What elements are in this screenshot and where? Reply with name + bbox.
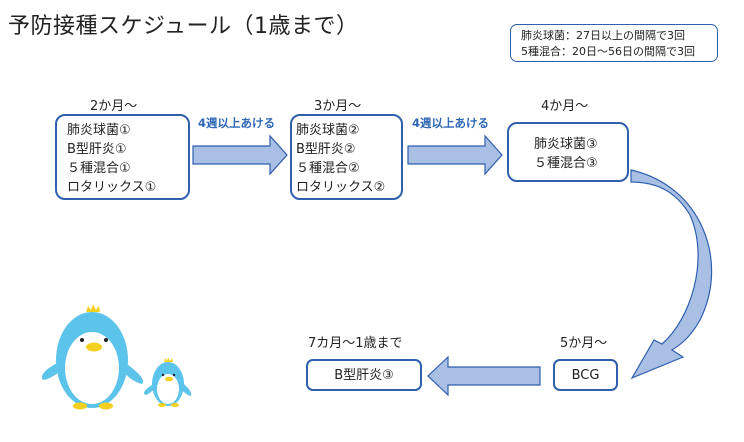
stage-4-box: BCG [553, 359, 618, 391]
vaccine-item: BCG [571, 368, 600, 383]
arrow-right-2 [407, 134, 503, 176]
penguin-large-icon [41, 304, 144, 410]
vaccine-item: 肺炎球菌③ [534, 137, 598, 152]
penguin-illustration [41, 304, 192, 410]
arrow-left [427, 355, 541, 397]
vaccine-item: ５種混合② [296, 161, 360, 176]
interval-note: 肺炎球菌：27日以上の間隔で3回 5種混合：20日〜56日の間隔で3回 [510, 24, 718, 62]
stage-3-box: 肺炎球菌③ ５種混合③ [507, 122, 629, 182]
stage-5-box: B型肝炎③ [306, 359, 422, 391]
stage-5-age: 7カ月〜1歳まで [308, 336, 403, 351]
stage-1-age: 2か月〜 [90, 99, 138, 114]
vaccine-item: ５種混合① [67, 161, 131, 176]
vaccine-item: B型肝炎③ [334, 368, 394, 383]
vaccine-item: ５種混合③ [534, 156, 598, 171]
stage-3-age: 4か月〜 [541, 99, 589, 114]
arrow-right-1 [192, 134, 288, 176]
interval-label-1: 4週以上あける [198, 116, 276, 130]
page-title: 予防接種スケジュール（1歳まで） [8, 14, 359, 39]
vaccine-item: 肺炎球菌① [67, 123, 131, 138]
note-line-five-in-one: 5種混合：20日〜56日の間隔で3回 [521, 45, 695, 58]
vaccine-item: 肺炎球菌② [296, 123, 360, 138]
interval-label-2: 4週以上あける [412, 116, 490, 130]
stage-2-age: 3か月〜 [314, 99, 362, 114]
vaccine-item: ロタリックス① [67, 180, 157, 195]
stage-4-age: 5か月〜 [560, 336, 608, 351]
curved-arrow [630, 169, 713, 380]
stage-2-box: 肺炎球菌② B型肝炎② ５種混合② ロタリックス② [290, 114, 403, 200]
penguin-small-icon [144, 357, 192, 407]
vaccine-item: B型肝炎② [296, 142, 356, 157]
vaccine-item: B型肝炎① [67, 142, 127, 157]
vaccine-item: ロタリックス② [296, 180, 386, 195]
stage-1-box: 肺炎球菌① B型肝炎① ５種混合① ロタリックス① [55, 114, 190, 200]
note-line-pneumococcal: 肺炎球菌：27日以上の間隔で3回 [521, 29, 685, 42]
